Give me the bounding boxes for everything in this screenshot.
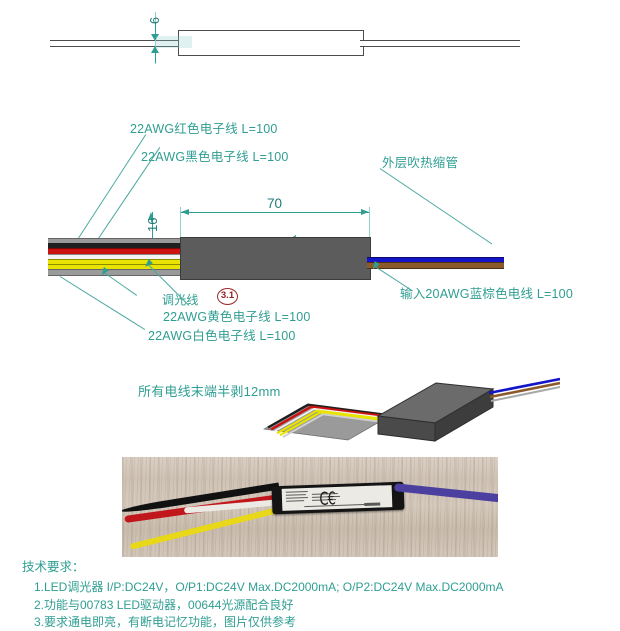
dimension-length-label: 70 bbox=[267, 196, 283, 211]
label-white-wire: 22AWG白色电子线 L=100 bbox=[148, 329, 296, 343]
tech-note-2: 2.功能与00783 LED驱动器，00644光源配合良好 bbox=[34, 597, 294, 612]
module-body bbox=[180, 237, 371, 280]
tech-note-3: 3.要求通电即亮，有断电记忆功能，图片仅供参考 bbox=[34, 614, 297, 629]
top-view-left-wire bbox=[50, 40, 180, 47]
tech-notes: 技术要求： 1.LED调光器 I/P:DC24V，O/P1:DC24V Max.… bbox=[22, 558, 504, 631]
iso-wire-bundle bbox=[262, 403, 402, 441]
tech-note-1: 1.LED调光器 I/P:DC24V，O/P1:DC24V Max.DC2000… bbox=[34, 580, 504, 595]
photo-label-barcode bbox=[364, 502, 381, 507]
top-view-highlight-band bbox=[156, 36, 192, 48]
balloon-3-1: 3.1 bbox=[217, 288, 238, 305]
dim70-ext-left bbox=[180, 207, 181, 237]
iso-view bbox=[260, 352, 561, 452]
iso-svg bbox=[262, 377, 561, 442]
label-input-wire: 输入20AWG蓝棕色电线 L=100 bbox=[400, 287, 573, 301]
photo-module-label: C€ bbox=[281, 485, 393, 511]
wire-gray-bottom bbox=[48, 269, 185, 276]
leader-white-wire bbox=[59, 276, 146, 330]
label-yellow-wire: 22AWG黄色电子线 L=100 bbox=[163, 310, 311, 324]
label-strip-note: 所有电线末端半剥12mm bbox=[138, 384, 281, 399]
photo-label-line-1 bbox=[285, 491, 308, 493]
product-photo: C€ bbox=[122, 457, 498, 557]
iso-output-wires bbox=[488, 377, 561, 402]
top-view-right-wire bbox=[360, 40, 520, 47]
top-view-arrow-up bbox=[151, 46, 159, 53]
dim70-ext-right bbox=[369, 207, 370, 237]
dim16-arrow-top bbox=[148, 212, 154, 220]
top-view-arrow-down bbox=[151, 34, 159, 41]
photo-label-line-2 bbox=[285, 494, 306, 496]
iso-module-body bbox=[376, 382, 495, 442]
leader-red-wire bbox=[74, 134, 147, 244]
label-black-wire: 22AWG黑色电子线 L=100 bbox=[141, 150, 289, 164]
leader-heatshrink bbox=[379, 168, 493, 245]
wire-black bbox=[48, 243, 185, 248]
photo-label-line-4 bbox=[286, 500, 305, 502]
label-dim-wire: 调光线 bbox=[162, 293, 199, 307]
dimension-thickness-label: 6 bbox=[148, 17, 162, 24]
top-view-dim-tick-lower bbox=[155, 47, 156, 63]
dim70-arrow-right bbox=[361, 209, 369, 215]
photo-label-line-3 bbox=[285, 497, 308, 499]
dimension-height-label: 16 bbox=[145, 217, 160, 232]
label-red-wire: 22AWG红色电子线 L=100 bbox=[130, 122, 278, 136]
wire-brown bbox=[367, 262, 504, 269]
photo-wire-blue bbox=[393, 483, 498, 503]
top-view-dim-tick-upper bbox=[155, 22, 156, 38]
dim70-arrow-left bbox=[181, 209, 189, 215]
dim70-line bbox=[181, 212, 369, 213]
tech-notes-heading: 技术要求： bbox=[22, 560, 85, 574]
top-view-body bbox=[178, 30, 364, 56]
label-heatshrink: 外层吹热缩管 bbox=[382, 156, 459, 170]
